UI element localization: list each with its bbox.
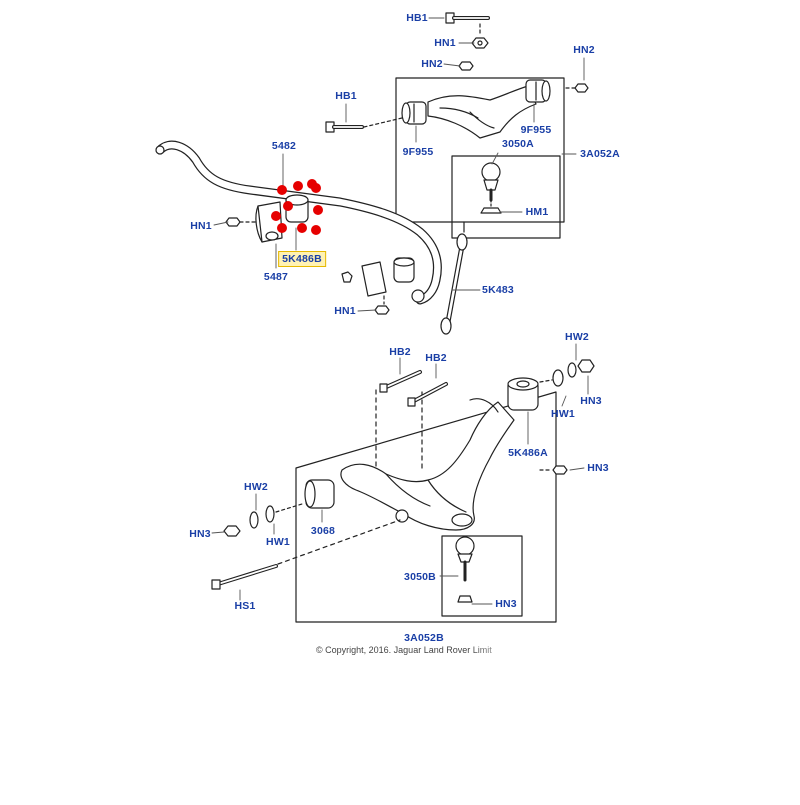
nut-hn3-mid bbox=[539, 465, 568, 475]
bushing-9f955-left bbox=[401, 101, 427, 125]
label-hw2-right: HW2 bbox=[565, 331, 589, 343]
label-hb2-right: HB2 bbox=[425, 352, 447, 364]
label-hn3-low: HN3 bbox=[495, 598, 517, 610]
label-hb1-left: HB1 bbox=[335, 90, 357, 102]
ball-joint-upper-box bbox=[451, 155, 561, 239]
label-3068: 3068 bbox=[310, 525, 336, 537]
label-9f955-left: 9F955 bbox=[402, 146, 434, 158]
label-hn3-mid: HN3 bbox=[587, 462, 609, 474]
red-marker bbox=[297, 223, 307, 233]
label-hn2-right: HN2 bbox=[573, 44, 595, 56]
ball-joint-3050a bbox=[480, 162, 502, 214]
copyright-notice: © Copyright, 2016. Jaguar Land Rover Lim… bbox=[316, 645, 492, 655]
label-hw1-right: HW1 bbox=[551, 408, 575, 420]
label-5k486a: 5K486A bbox=[508, 447, 548, 459]
label-3a052a: 3A052A bbox=[580, 148, 620, 160]
clamp-5487 bbox=[255, 201, 283, 243]
bolt-hb1-left bbox=[325, 117, 403, 133]
red-marker bbox=[293, 181, 303, 191]
clamp-pair-lower bbox=[341, 257, 415, 297]
label-hw2-left: HW2 bbox=[244, 481, 268, 493]
anti-roll-bar-5482 bbox=[155, 140, 442, 305]
label-5487: 5487 bbox=[263, 271, 289, 283]
red-marker bbox=[283, 201, 293, 211]
label-5k483: 5K483 bbox=[482, 284, 514, 296]
bolt-hb2-left bbox=[379, 370, 422, 393]
label-hw1-left: HW1 bbox=[266, 536, 290, 548]
label-hn1-low: HN1 bbox=[334, 305, 356, 317]
label-hb1-top: HB1 bbox=[406, 12, 428, 24]
ball-joint-3050b bbox=[455, 536, 475, 603]
copyright-fade bbox=[470, 640, 550, 660]
label-3a052b: 3A052B bbox=[404, 632, 444, 644]
bushing-5k486a bbox=[507, 377, 539, 411]
washer-hw1-left bbox=[265, 503, 303, 523]
washer-hw2-right bbox=[567, 362, 577, 378]
washer-hw1-right bbox=[539, 369, 564, 387]
bolt-hb2-right bbox=[407, 382, 448, 407]
red-marker bbox=[271, 211, 281, 221]
label-5482: 5482 bbox=[271, 140, 297, 152]
label-hn1-mid: HN1 bbox=[190, 220, 212, 232]
red-marker bbox=[277, 223, 287, 233]
bolt-hb1-top bbox=[445, 12, 490, 24]
red-marker bbox=[311, 225, 321, 235]
nut-hn2-right bbox=[574, 83, 589, 93]
label-3050a: 3050A bbox=[502, 138, 534, 150]
nut-hn3-left bbox=[223, 525, 241, 537]
red-marker-group bbox=[271, 179, 323, 235]
label-hn1-top: HN1 bbox=[434, 37, 456, 49]
label-hm1: HM1 bbox=[525, 206, 549, 218]
nut-hn1-mid bbox=[225, 217, 257, 227]
red-marker bbox=[313, 205, 323, 215]
red-marker bbox=[277, 185, 287, 195]
label-hs1: HS1 bbox=[234, 600, 256, 612]
leader-lines bbox=[211, 17, 589, 605]
label-9f955-right: 9F955 bbox=[520, 124, 552, 136]
nut-hn3-right bbox=[577, 359, 595, 373]
red-marker bbox=[311, 183, 321, 193]
label-hn3-left: HN3 bbox=[189, 528, 211, 540]
label-5k486b: 5K486B bbox=[278, 251, 326, 267]
bushing-3068 bbox=[304, 479, 335, 509]
lower-control-arm bbox=[340, 398, 515, 531]
label-hn3-right: HN3 bbox=[580, 395, 602, 407]
bolt-hs1 bbox=[211, 519, 401, 590]
nut-hn1-top bbox=[471, 37, 489, 49]
bushing-9f955-right bbox=[525, 79, 551, 103]
label-hn2-top: HN2 bbox=[421, 58, 443, 70]
drop-link-5k483 bbox=[411, 221, 468, 335]
nut-hn1-low bbox=[374, 295, 390, 315]
upper-control-arm bbox=[427, 85, 537, 139]
nut-hn2-top bbox=[458, 61, 474, 71]
upper-arm-group-box bbox=[395, 77, 565, 223]
lower-arm-group-box bbox=[295, 391, 557, 623]
label-hb2-left: HB2 bbox=[389, 346, 411, 358]
washer-hw2-left bbox=[249, 511, 259, 529]
label-3050b: 3050B bbox=[404, 571, 436, 583]
